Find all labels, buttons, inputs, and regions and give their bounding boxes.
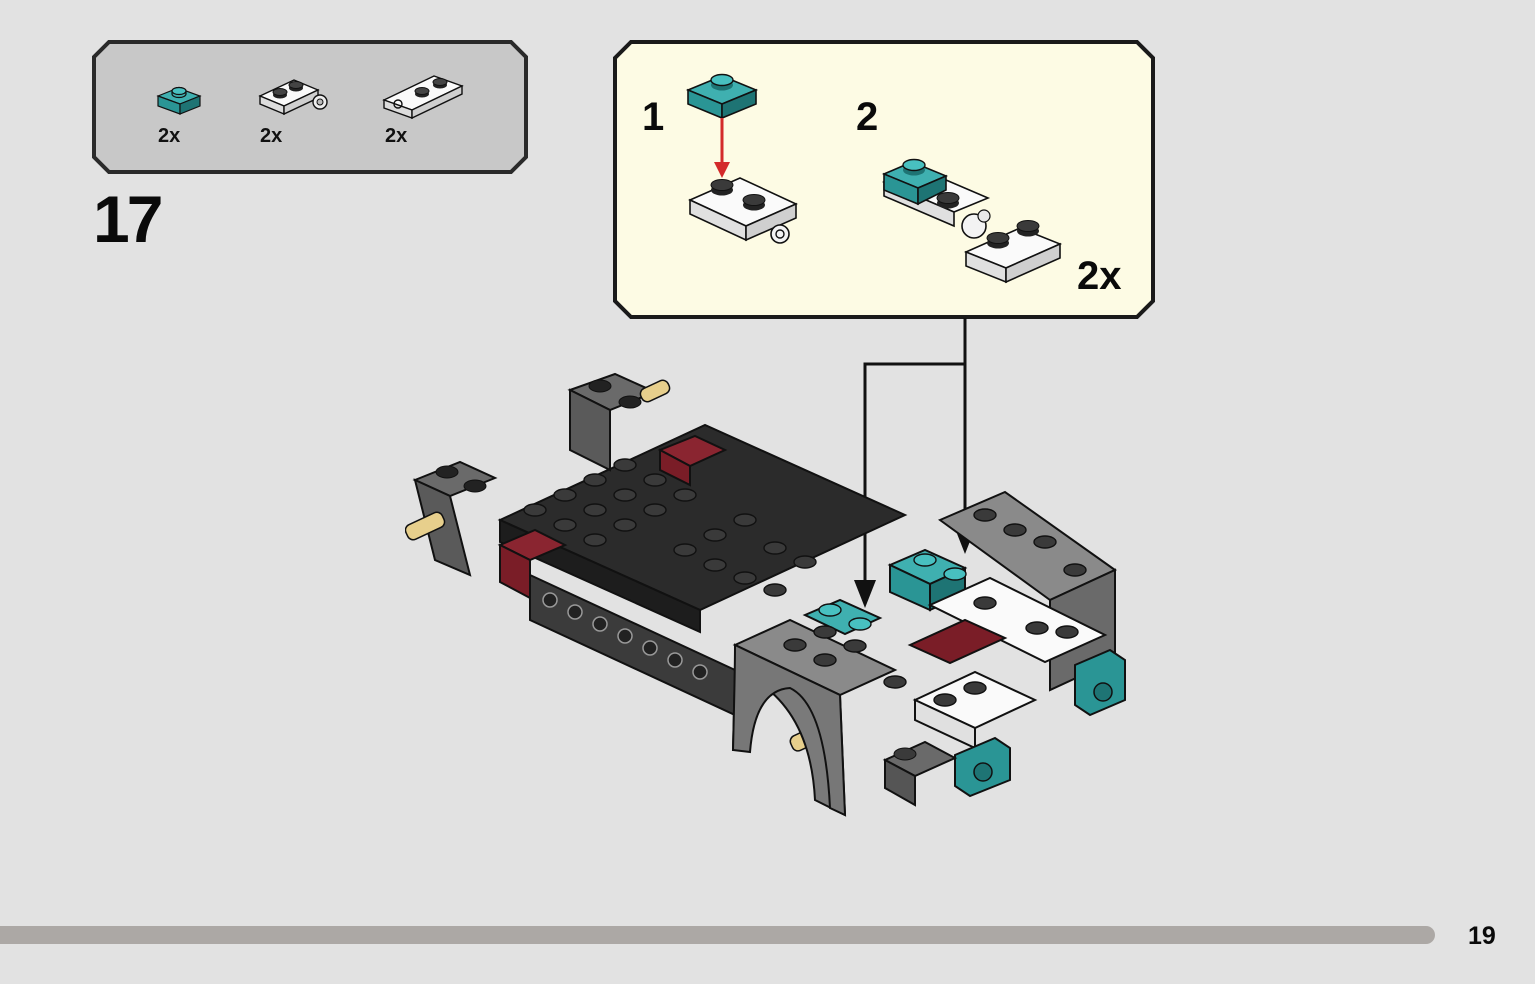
page-number: 19 [1468,922,1496,950]
part-qty: 2x [158,125,181,147]
progress-bar [0,926,1435,944]
white-hinge-plate-clip-end-icon [382,75,464,120]
substep-1-illustration [685,73,798,244]
substep-2-illustration [881,158,1063,284]
substep-label: 1 [642,95,665,139]
main-model-illustration [405,372,1126,817]
teal-plate-1x1-icon [156,86,202,115]
part-qty: 2x [385,125,408,147]
substep-label: 2 [856,95,879,139]
part-qty: 2x [260,125,283,147]
subassembly-multiplier: 2x [1077,254,1122,298]
white-hinge-plate-clip-icon [258,79,328,116]
parts-list-box [92,40,528,174]
step-number: 17 [93,182,163,256]
